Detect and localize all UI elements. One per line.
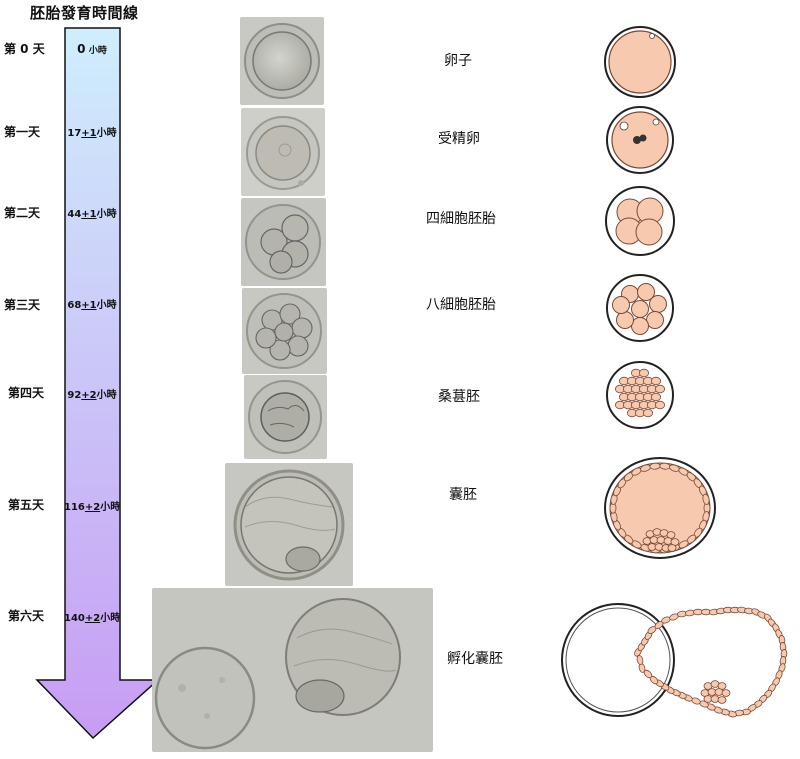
stage-label-hatching: 孵化囊胚 [447, 651, 503, 667]
day-label-5: 第五天 [8, 498, 45, 512]
day-label-2: 第二天 [4, 206, 41, 220]
trophectoderm-cell [702, 493, 710, 505]
inner-cell-mass-cell [721, 689, 731, 697]
hours-unit: 小時 [96, 128, 117, 139]
four-cell-drawing [605, 186, 675, 256]
hours-value: 17 [67, 128, 82, 139]
morula-photo [244, 375, 327, 459]
hours-unit: 小時 [96, 209, 117, 220]
zygote-photo [241, 108, 325, 196]
zygote-drawing [606, 106, 674, 174]
stage-label-eight-cell: 八細胞胚胎 [426, 297, 496, 313]
morula-cell [643, 408, 654, 418]
hours-label-3: 68+1小時 [64, 296, 120, 311]
hours-unit: 小時 [96, 300, 117, 311]
morula-drawing [606, 361, 674, 429]
day-label-6: 第六天 [8, 609, 45, 623]
day-label-3: 第三天 [4, 298, 41, 312]
day-label-4: 第四天 [8, 386, 45, 400]
hours-tolerance: +2 [84, 613, 101, 624]
hours-label-2: 44+1小時 [64, 205, 120, 220]
hours-value: 44 [67, 209, 82, 220]
hours-label-6: 140+2小時 [64, 609, 120, 624]
hours-value: 116 [64, 502, 85, 513]
eight-cell-photo [242, 288, 327, 374]
hours-value: 140 [64, 613, 85, 624]
stage-label-egg: 卵子 [444, 53, 472, 69]
hours-label-4: 92+2小時 [64, 386, 120, 401]
trophectoderm-cell [659, 462, 671, 470]
hours-label-1: 17+1小時 [64, 124, 120, 139]
blastocyst-drawing [604, 457, 716, 559]
hours-unit: 小時 [88, 46, 107, 56]
morula-cell [651, 376, 662, 386]
stage-label-zygote: 受精卵 [438, 131, 480, 147]
morula-cell [655, 384, 666, 394]
trophectoderm-cell [649, 462, 661, 470]
timeline-title: 胚胎發育時間線 [30, 4, 139, 22]
hatching-blastocyst-photo [152, 588, 433, 752]
stage-label-morula: 桑葚胚 [438, 389, 480, 405]
hours-tolerance: +2 [84, 502, 101, 513]
hours-tolerance: +1 [81, 128, 97, 139]
hours-tolerance: +1 [81, 300, 97, 311]
hours-tolerance: +1 [81, 209, 97, 220]
stage-label-four-cell: 四細胞胚胎 [426, 211, 496, 227]
day-label-0: 第 0 天 [4, 42, 45, 56]
hours-tolerance: +2 [81, 390, 97, 401]
hours-unit: 小時 [100, 613, 121, 624]
morula-cell [651, 392, 662, 402]
egg-drawing [604, 26, 676, 98]
inner-cell-mass-cell [667, 544, 677, 552]
morula-cell [639, 368, 650, 378]
day-label-1: 第一天 [4, 125, 41, 139]
hatching-blastocyst-drawing [561, 603, 788, 718]
hours-label-5: 116+2小時 [64, 498, 120, 513]
four-cell-photo [241, 198, 326, 286]
hours-label-0: 0 小時 [64, 42, 120, 56]
eight-cell-drawing [606, 274, 674, 342]
hours-value: 92 [67, 390, 82, 401]
hours-unit: 小時 [96, 390, 117, 401]
egg-photo [240, 17, 324, 105]
morula-cell [655, 400, 666, 410]
hours-value: 68 [67, 300, 82, 311]
stage-label-blastocyst: 囊胚 [449, 487, 477, 503]
blastocyst-photo [225, 463, 353, 586]
inner-cell-mass-cell [717, 696, 727, 704]
hours-value: 0 [77, 42, 86, 56]
hours-unit: 小時 [100, 502, 121, 513]
trophectoderm-cell [636, 655, 644, 665]
